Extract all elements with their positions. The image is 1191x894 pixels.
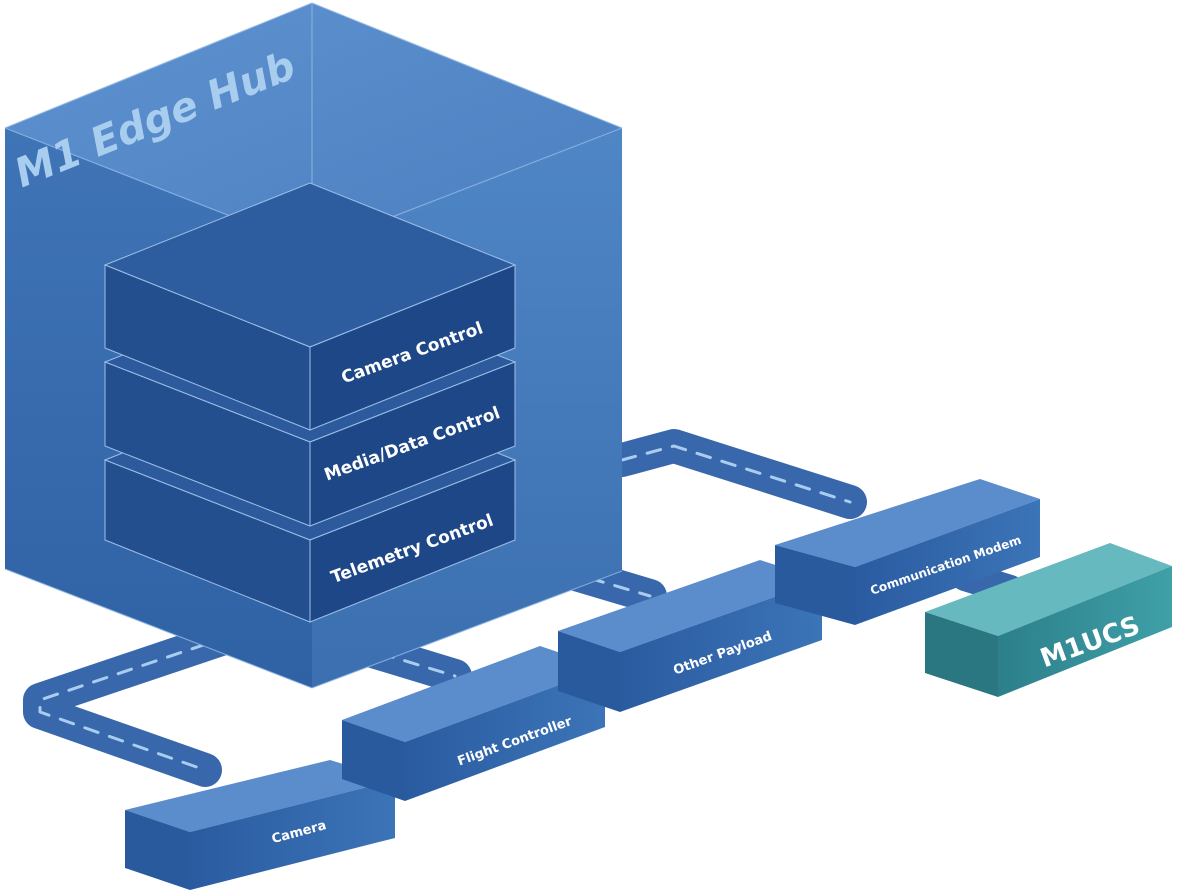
link-hub-camera xyxy=(23,619,247,787)
module-camera xyxy=(125,760,395,890)
link-hub-communication-modem xyxy=(605,429,867,519)
module-m1ucs xyxy=(925,543,1172,697)
module-other-payload xyxy=(558,560,822,712)
hub-top-face xyxy=(5,3,622,248)
module-flight-controller xyxy=(342,646,605,801)
control-layer-stack xyxy=(103,182,517,623)
module-communication-modem xyxy=(775,479,1040,625)
layer-camera-control xyxy=(103,182,517,431)
